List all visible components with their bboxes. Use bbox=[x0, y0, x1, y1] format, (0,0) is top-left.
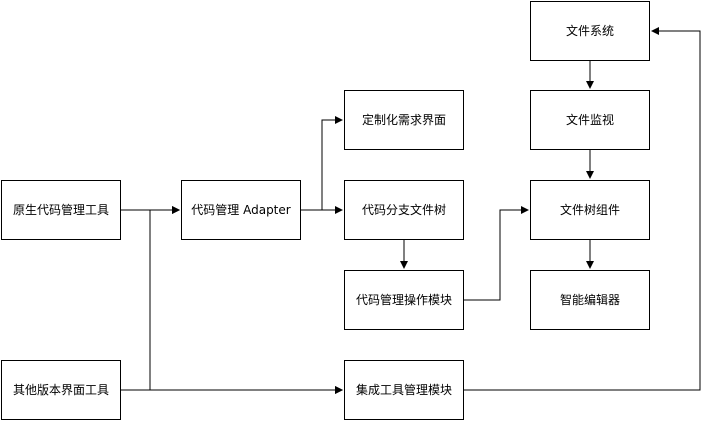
edge-integration-to-filesystem bbox=[464, 27, 701, 391]
node-file-tree-component: 文件树组件 bbox=[530, 180, 650, 240]
node-custom-requirements-ui: 定制化需求界面 bbox=[344, 90, 464, 150]
node-file-monitor: 文件监视 bbox=[530, 90, 650, 150]
node-label: 代码分支文件树 bbox=[361, 202, 446, 217]
edge-other-ui-to-adapter bbox=[121, 206, 180, 391]
node-label: 文件监视 bbox=[565, 112, 614, 127]
node-code-branch-file-tree: 代码分支文件树 bbox=[344, 180, 464, 240]
node-label: 代码管理 Adapter bbox=[191, 202, 291, 217]
node-label: 文件系统 bbox=[565, 23, 614, 38]
node-code-operations-module: 代码管理操作模块 bbox=[344, 270, 464, 330]
node-label: 定制化需求界面 bbox=[361, 112, 446, 127]
node-label: 原生代码管理工具 bbox=[12, 202, 109, 217]
edge-adapter-to-custom-ui bbox=[301, 116, 343, 211]
node-integration-tool-module: 集成工具管理模块 bbox=[344, 360, 464, 420]
node-other-version-ui-tool: 其他版本界面工具 bbox=[1, 360, 121, 420]
node-label: 代码管理操作模块 bbox=[355, 292, 452, 307]
node-native-code-tool: 原生代码管理工具 bbox=[1, 180, 121, 240]
node-label: 文件树组件 bbox=[559, 202, 620, 217]
node-file-system: 文件系统 bbox=[530, 1, 650, 61]
node-label: 智能编辑器 bbox=[559, 292, 620, 307]
node-label: 其他版本界面工具 bbox=[12, 382, 109, 397]
edge-ops-to-tree-component bbox=[464, 206, 529, 301]
node-label: 集成工具管理模块 bbox=[355, 382, 452, 397]
node-smart-editor: 智能编辑器 bbox=[530, 270, 650, 330]
node-code-management-adapter: 代码管理 Adapter bbox=[181, 180, 301, 240]
